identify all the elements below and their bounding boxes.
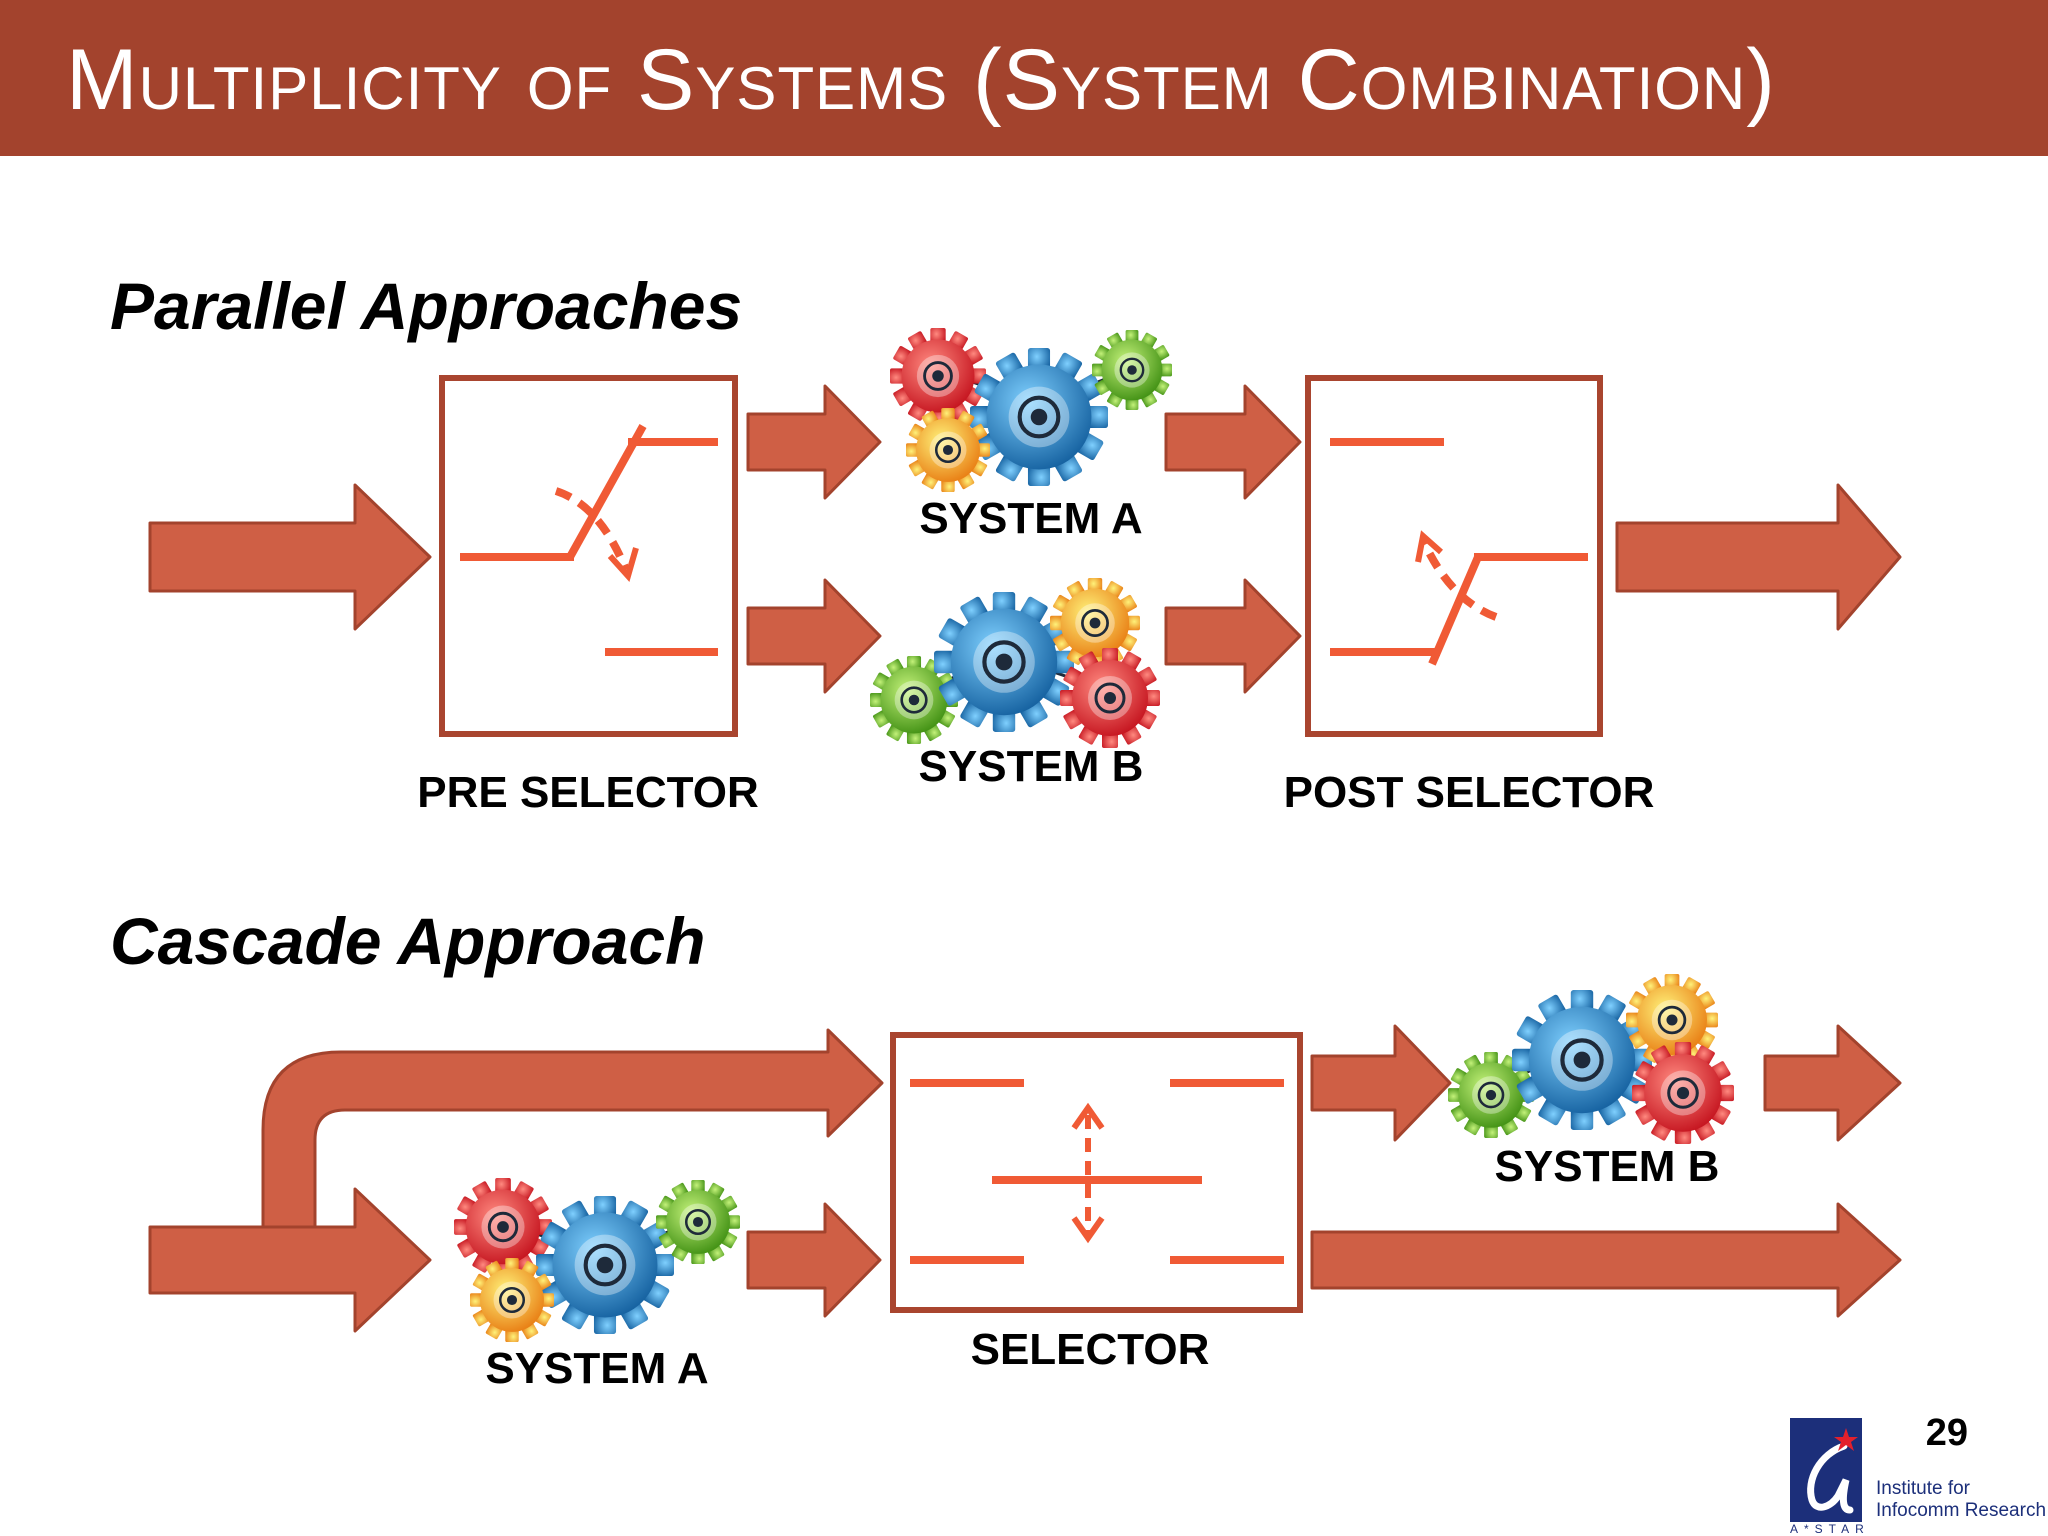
selector-label: SELECTOR: [970, 1325, 1210, 1374]
selector-box: [890, 1032, 1303, 1313]
post-selector-label: POST SELECTOR: [1283, 768, 1655, 817]
parallel-output-arrow: [1615, 483, 1902, 631]
parallel-input-arrow: [148, 483, 432, 631]
cascade-system-a-gears: [454, 1178, 740, 1342]
cascade-system-a-label: SYSTEM A: [485, 1344, 709, 1393]
parallel-section-title: Parallel Approaches: [110, 269, 743, 343]
system-a-to-selector-arrow: [746, 1202, 882, 1318]
pre-to-system-b-arrow: [746, 578, 882, 694]
selector-switch: [910, 1079, 1284, 1264]
selector-to-system-b-arrow: [1310, 1024, 1452, 1142]
system-a-to-post-arrow: [1164, 384, 1302, 500]
system-b-to-post-arrow: [1164, 578, 1302, 694]
logo-text: Institute for Infocomm Research: [1876, 1478, 2046, 1522]
post-selector-switch: [1330, 438, 1588, 666]
cascade-system-b-gears: [1448, 974, 1734, 1144]
astar-logo: A*STAR Institute for Infocomm Research: [1790, 1414, 2046, 1536]
page-number: 29: [1925, 1412, 1968, 1454]
system-b-output-arrow: [1763, 1024, 1902, 1142]
cascade-system-b-label: SYSTEM B: [1494, 1142, 1720, 1191]
pre-selector-switch: [460, 424, 718, 656]
pre-selector-label: PRE SELECTOR: [417, 768, 759, 817]
logo-mark: [1790, 1418, 1862, 1522]
cascade-section-title: Cascade Approach: [110, 904, 706, 978]
cascade-bypass-arrow: [261, 1028, 884, 1229]
header-bar: [0, 0, 2048, 156]
logo-subtext: A*STAR: [1790, 1522, 1870, 1536]
cascade-output-arrow: [1310, 1202, 1902, 1318]
parallel-system-b-label: SYSTEM B: [918, 742, 1144, 791]
cascade-input-arrow: [148, 1187, 432, 1333]
logo-line-1: Institute for: [1876, 1478, 1970, 1499]
parallel-system-a-label: SYSTEM A: [919, 494, 1143, 543]
pre-to-system-a-arrow: [746, 384, 882, 500]
parallel-system-b-gears: [870, 578, 1160, 748]
parallel-system-a-gears: [890, 328, 1172, 492]
logo-line-2: Infocomm Research: [1876, 1500, 2047, 1521]
slide-title: Multiplicity of Systems (System Combinat…: [66, 32, 1776, 128]
